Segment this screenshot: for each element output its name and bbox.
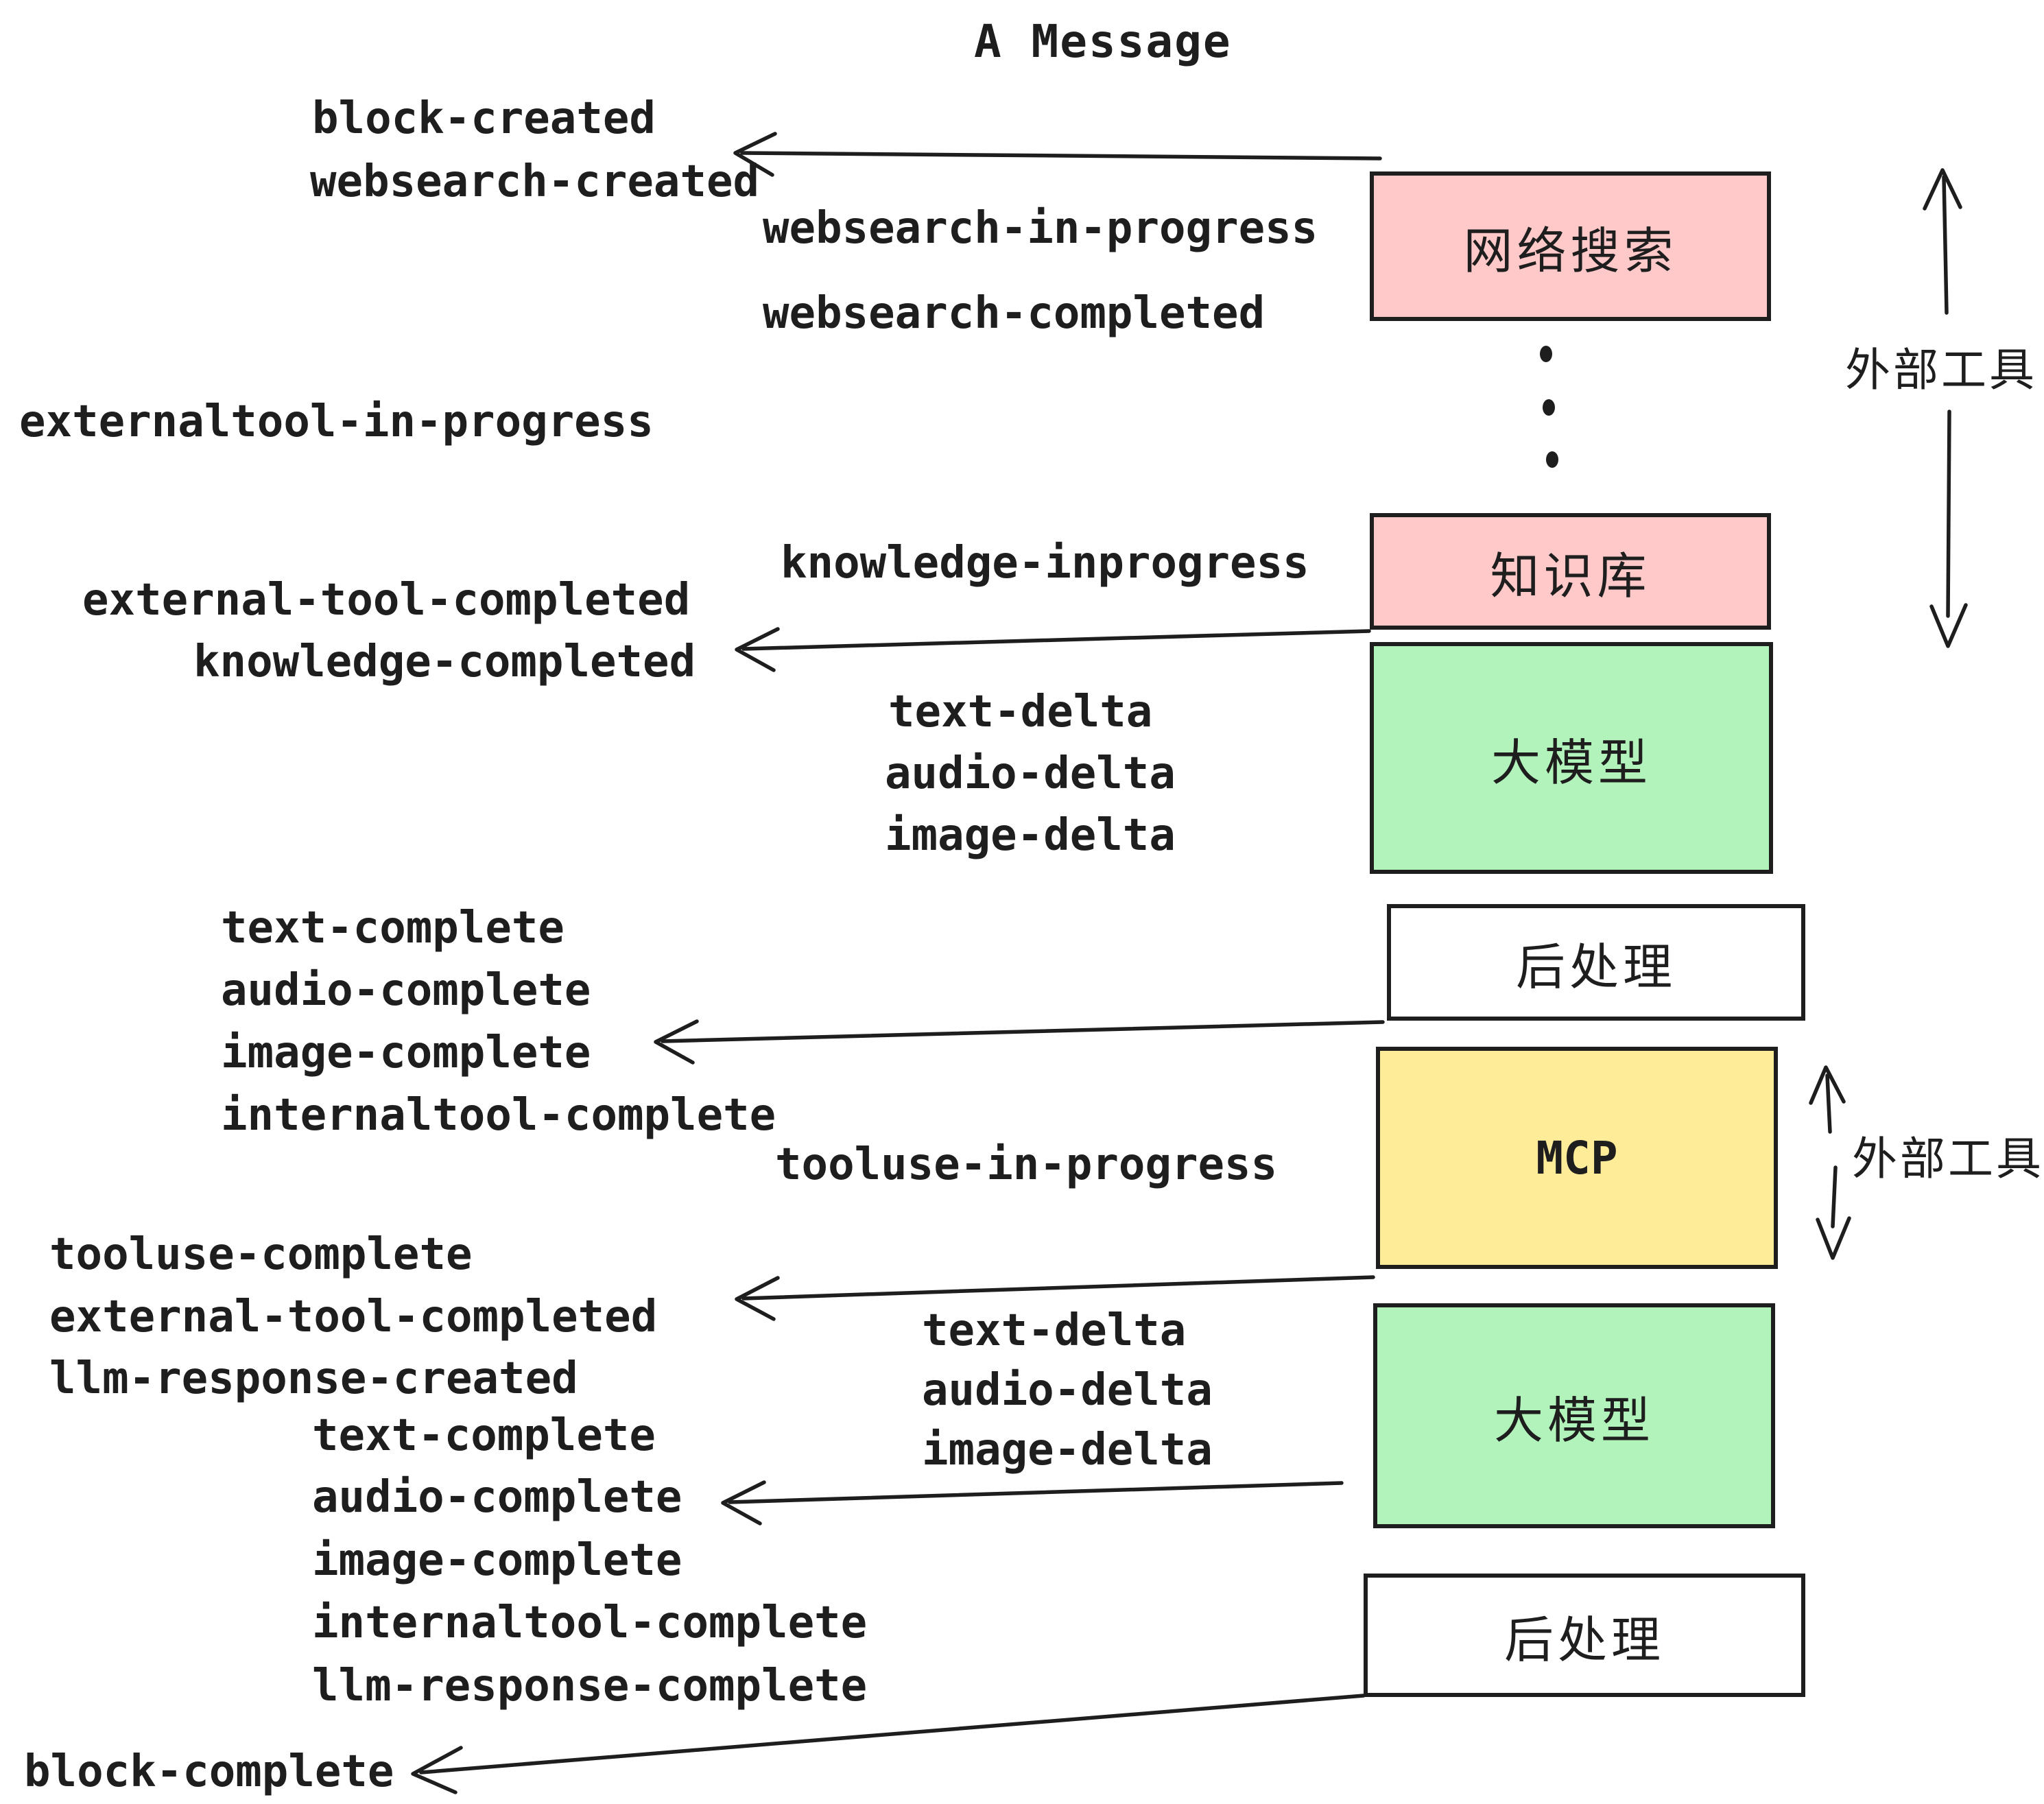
- event-image-delta-1: image-delta: [885, 810, 1176, 861]
- event-text-complete-1: text-complete: [221, 903, 565, 953]
- event-external-tool-completed-1: external-tool-completed: [82, 575, 691, 626]
- event-audio-complete-2: audio-complete: [312, 1472, 682, 1523]
- event-text-delta-2: text-delta: [922, 1305, 1187, 1356]
- event-text-delta-1: text-delta: [888, 687, 1153, 737]
- event-audio-delta-1: audio-delta: [885, 748, 1176, 799]
- side-label-external-tools-1: 外部工具: [1845, 344, 2037, 396]
- box-llm-2-label: 大模型: [1493, 1391, 1654, 1449]
- box-post-process-1-label: 后处理: [1515, 938, 1676, 996]
- event-internaltool-complete-1: internaltool-complete: [221, 1090, 776, 1141]
- side-label-external-tools-2: 外部工具: [1852, 1132, 2044, 1185]
- box-mcp: MCP: [1376, 1047, 1778, 1269]
- event-internaltool-complete-2: internaltool-complete: [312, 1598, 868, 1648]
- box-knowledge-base: 知识库: [1370, 513, 1771, 630]
- box-post-process-1: 后处理: [1387, 904, 1805, 1021]
- event-knowledge-inprogress: knowledge-inprogress: [781, 538, 1309, 589]
- arrow-to-knowledge-completed: [735, 627, 1371, 672]
- vertical-arrow-external-tools-2: [1809, 1065, 1851, 1260]
- event-llm-response-created: llm-response-created: [49, 1353, 578, 1404]
- box-post-process-2-label: 后处理: [1504, 1611, 1665, 1669]
- event-llm-response-complete: llm-response-complete: [312, 1661, 868, 1711]
- event-tooluse-in-progress: tooluse-in-progress: [775, 1139, 1278, 1190]
- arrow-to-websearch-created: [733, 132, 1382, 177]
- event-block-created: block-created: [312, 93, 656, 144]
- event-block-complete: block-complete: [24, 1746, 394, 1797]
- event-image-complete-1: image-complete: [221, 1028, 591, 1078]
- event-audio-complete-1: audio-complete: [221, 965, 591, 1016]
- event-audio-delta-2: audio-delta: [922, 1365, 1213, 1416]
- box-llm-2: 大模型: [1373, 1303, 1775, 1528]
- box-web-search: 网络搜索: [1370, 171, 1771, 321]
- event-image-complete-2: image-complete: [312, 1535, 682, 1586]
- event-tooluse-complete: tooluse-complete: [49, 1229, 473, 1280]
- box-llm-1: 大模型: [1370, 642, 1773, 874]
- box-post-process-2: 后处理: [1364, 1574, 1805, 1697]
- event-external-tool-completed-2: external-tool-completed: [49, 1292, 658, 1342]
- arrow-to-image-complete: [654, 1019, 1385, 1065]
- diagram-title: A Message: [974, 15, 1232, 68]
- ellipsis-dots: [1540, 346, 1558, 468]
- arrow-to-audio-complete: [721, 1480, 1344, 1526]
- event-text-complete-2: text-complete: [312, 1410, 656, 1461]
- vertical-arrow-external-tools-1: [1923, 168, 1968, 648]
- event-knowledge-completed: knowledge-completed: [193, 637, 696, 687]
- event-websearch-in-progress: websearch-in-progress: [763, 203, 1318, 254]
- box-knowledge-base-label: 知识库: [1490, 547, 1651, 605]
- box-mcp-label: MCP: [1536, 1131, 1618, 1185]
- event-websearch-completed: websearch-completed: [763, 288, 1265, 339]
- box-llm-1-label: 大模型: [1490, 733, 1652, 792]
- event-websearch-created: websearch-created: [310, 156, 760, 207]
- event-image-delta-2: image-delta: [922, 1425, 1213, 1475]
- box-web-search-label: 网络搜索: [1463, 222, 1678, 280]
- event-externaltool-in-progress: externaltool-in-progress: [19, 396, 654, 447]
